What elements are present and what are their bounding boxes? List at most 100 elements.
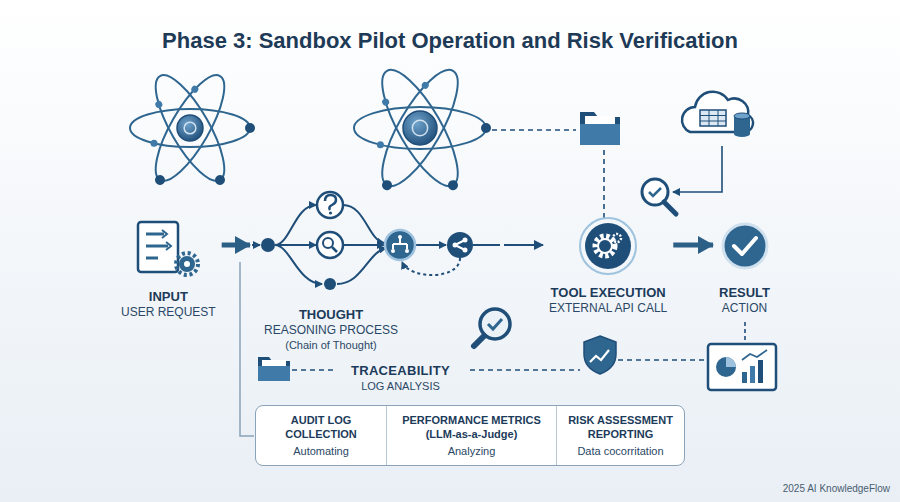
reasoning-flow <box>402 258 460 275</box>
document-icon <box>146 234 168 258</box>
dashboard-icon <box>758 360 763 383</box>
node-heading: RISK ASSESSMENT REPORTING <box>563 413 678 441</box>
document-icon <box>184 261 190 267</box>
log-folder-icon <box>258 366 290 381</box>
atom-illustration <box>377 141 384 148</box>
shield-chart-icon <box>590 350 609 362</box>
folder-icon <box>580 124 620 145</box>
atom-illustration <box>412 120 427 135</box>
atom-illustration <box>154 100 164 110</box>
atom-illustration <box>144 67 237 190</box>
document-icon <box>138 222 178 272</box>
atom-illustration <box>354 107 486 149</box>
node-subtext: REASONING PROCESS <box>264 323 398 338</box>
reasoning-flow <box>324 278 336 290</box>
atom-illustration <box>151 140 158 147</box>
atom-illustration <box>245 123 255 133</box>
shield-chart-icon <box>584 336 616 374</box>
reasoning-flow <box>325 195 336 210</box>
reasoning-flow <box>385 230 415 260</box>
reasoning-flow <box>329 211 332 214</box>
document-icon <box>179 256 195 272</box>
dashboard-icon <box>716 357 736 377</box>
node-heading: RESULT <box>719 285 770 301</box>
panel-cell: RISK ASSESSMENT REPORTINGData cocorritat… <box>556 406 684 465</box>
reasoning-flow <box>261 238 275 252</box>
shield-chart-icon <box>584 336 616 374</box>
folder-icon <box>580 112 620 145</box>
reasoning-flow <box>473 244 500 246</box>
check-circle-icon <box>723 224 767 268</box>
magnifier-check-icon <box>664 202 676 214</box>
reasoning-flow <box>447 232 473 258</box>
cloud-database-icon <box>734 113 750 119</box>
atom-illustration <box>130 109 250 147</box>
flow-arrow <box>222 243 250 248</box>
cloud-database-icon <box>734 131 750 137</box>
atom-illustration <box>144 67 239 194</box>
reasoning-flow <box>275 244 316 246</box>
node-heading: PERFORMANCE METRICS (LLM-as-a-Judge) <box>393 413 550 441</box>
node-subtext: ACTION <box>722 301 767 316</box>
atom-illustration <box>213 173 227 187</box>
atom-illustration <box>446 178 460 192</box>
reasoning-flow <box>337 248 386 284</box>
reasoning-flow <box>275 245 322 284</box>
reasoning-flow <box>405 249 409 253</box>
log-folder-icon <box>258 357 290 381</box>
magnifier-check-icon <box>642 179 676 214</box>
atom-illustration <box>380 178 394 192</box>
dashboard-icon <box>742 350 767 360</box>
node-subtext: EXTERNAL API CALL <box>549 301 667 316</box>
magnifier-check-icon <box>474 309 510 346</box>
reasoning-flow <box>275 205 316 245</box>
gear-icon <box>598 239 612 253</box>
connector-lines <box>292 369 334 371</box>
atom-illustration <box>381 97 391 107</box>
connector-lines <box>673 146 722 192</box>
gear-icon <box>585 223 631 269</box>
atom-illustration <box>130 109 255 147</box>
magnifier-check-icon <box>488 319 502 329</box>
metrics-panel: AUDIT LOG COLLECTIONAutomatingPERFORMANC… <box>255 405 685 466</box>
node-heading: INPUT <box>149 289 188 305</box>
atom-illustration <box>144 67 237 190</box>
result-node: RESULTACTION <box>715 220 774 316</box>
panel-cell: PERFORMANCE METRICS (LLM-as-a-Judge) Anal… <box>386 406 556 465</box>
cloud-database-icon <box>682 92 753 137</box>
gear-icon <box>580 218 636 274</box>
dashboard-icon <box>742 372 747 383</box>
node-subtext: Analyzing <box>448 444 496 458</box>
cloud-database-icon <box>700 110 726 126</box>
reasoning-flow <box>252 192 500 290</box>
reasoning-flow <box>343 205 384 243</box>
atom-illustration <box>420 81 430 91</box>
document-icon <box>162 230 171 250</box>
reasoning-flow <box>252 244 260 246</box>
cloud-database-icon <box>700 110 726 126</box>
reasoning-flow <box>463 238 468 243</box>
folder-icon <box>580 112 620 145</box>
node-heading: TRACEABILITY <box>351 363 450 379</box>
atom-illustration <box>481 123 491 133</box>
atom-illustration <box>130 67 255 194</box>
dashboard-icon <box>708 344 776 390</box>
gear-icon <box>580 218 636 274</box>
atom-illustration <box>184 122 196 134</box>
traceability-node: TRACEABILITYLOG ANALYSIS <box>347 357 454 393</box>
connector-lines <box>470 369 580 371</box>
reasoning-flow <box>332 247 337 252</box>
atom-illustration <box>354 60 491 200</box>
watermark: 2025 AI KnowledgeFlow <box>783 483 890 494</box>
input-node: INPUTUSER REQUEST <box>117 214 220 320</box>
reasoning-flow <box>323 238 333 248</box>
dashboard-icon <box>750 366 755 383</box>
reasoning-flow <box>317 192 343 218</box>
node-heading: THOUGHT <box>299 307 363 323</box>
thought-node: THOUGHTREASONING PROCESS(Chain of Though… <box>252 170 502 352</box>
tool-node: TOOL EXECUTIONEXTERNAL API CALL <box>545 220 671 316</box>
reasoning-flow <box>317 232 343 258</box>
atom-illustration <box>190 84 200 94</box>
atom-illustration <box>366 60 471 200</box>
